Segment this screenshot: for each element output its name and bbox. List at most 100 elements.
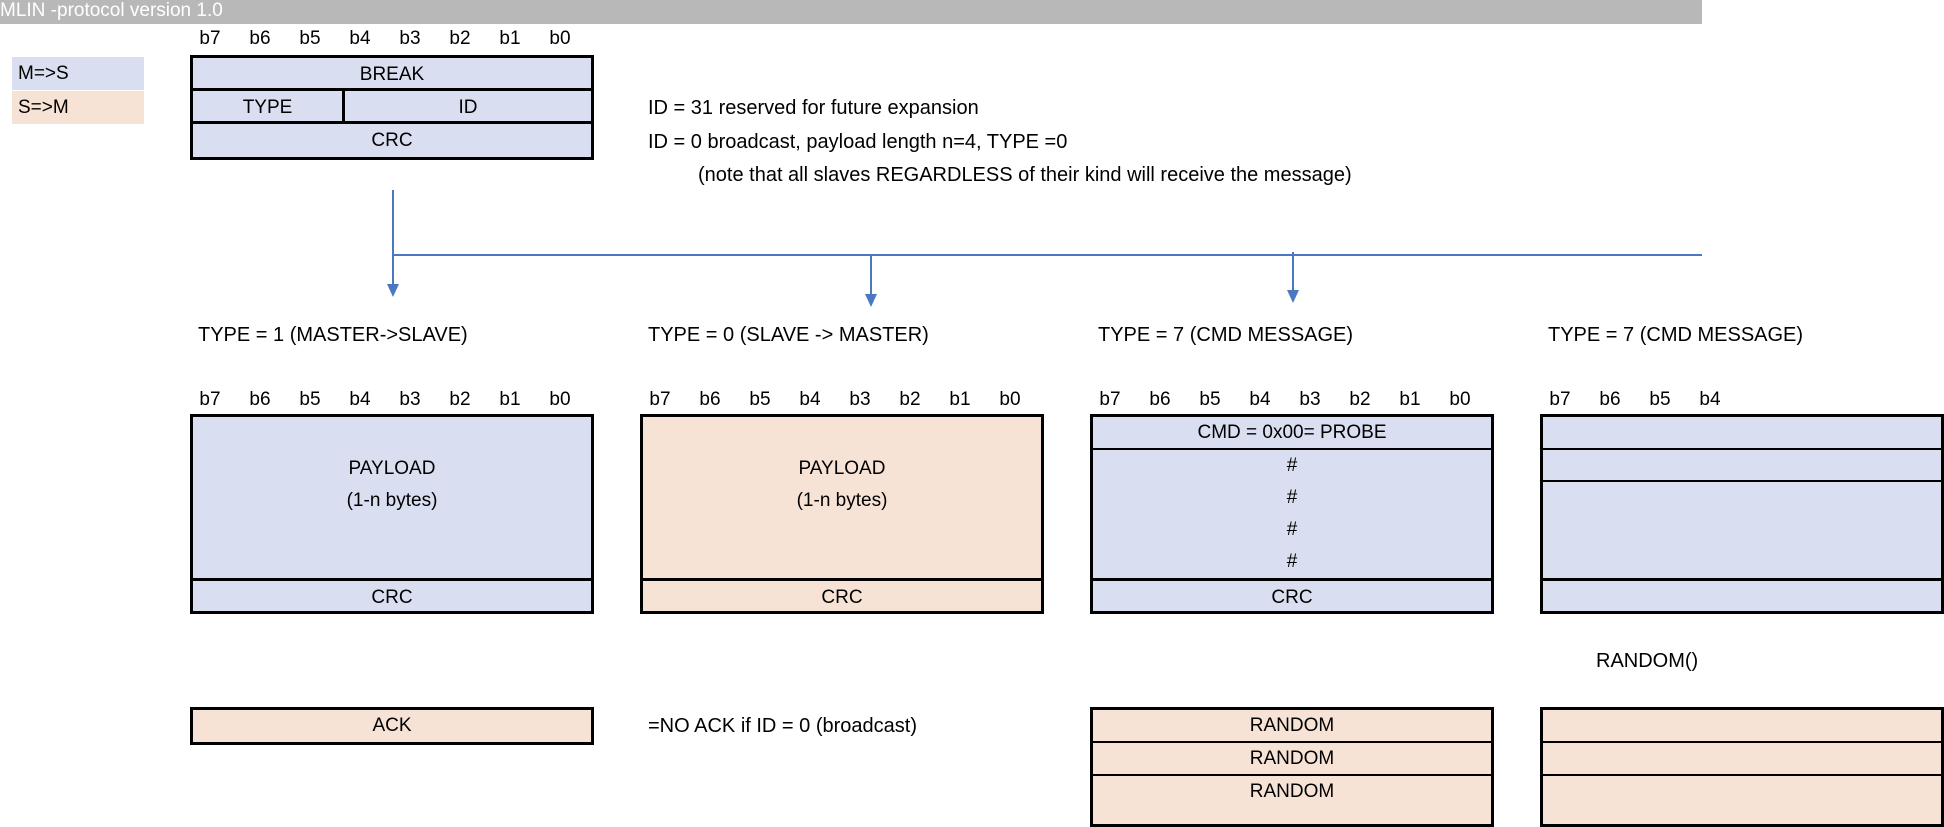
frame1-bit-labels: b7 b6 b5 b4 b3 b2 b1 b0 [185, 387, 585, 413]
bit-label: b0 [1449, 389, 1471, 410]
no-ack-note: =NO ACK if ID = 0 (broadcast) [648, 715, 917, 737]
bit-label: b0 [549, 389, 571, 410]
window-title: MLIN -protocol version 1.0 [0, 0, 1702, 24]
random-field [1543, 710, 1941, 743]
bit-label: b3 [849, 389, 871, 410]
bit-label: b4 [1249, 389, 1271, 410]
bit-label: b1 [499, 28, 521, 49]
bit-label: b4 [1699, 389, 1721, 410]
random-stack-b-clip [1540, 707, 1944, 827]
bit-label: b6 [699, 389, 721, 410]
bit-label: b7 [1549, 389, 1571, 410]
type7b-frame [1540, 414, 1944, 614]
frame7-bit-labels: b7 b6 b5 b4 b3 b2 b1 b0 [1085, 387, 1485, 413]
field [1543, 450, 1941, 482]
note-broadcast: ID = 0 broadcast, payload length n=4, TY… [648, 131, 1068, 153]
bit-label: b6 [1149, 389, 1171, 410]
crc-field: CRC [193, 578, 591, 611]
payload-label: PAYLOAD (1-n bytes) [193, 453, 591, 517]
bit-label: b3 [399, 389, 421, 410]
break-field: BREAK [193, 58, 591, 91]
hash-field: # [1286, 455, 1298, 476]
arrow-down-icon [1287, 290, 1299, 303]
bit-label: b1 [499, 389, 521, 410]
connector-line [870, 254, 872, 298]
random-field [1543, 743, 1941, 776]
connector-line [392, 190, 394, 286]
type7b-heading: TYPE = 7 (CMD MESSAGE) [1548, 324, 1804, 346]
hash-field: # [1286, 519, 1298, 540]
bit-label: b6 [249, 28, 271, 49]
random-field: RANDOM [1093, 743, 1491, 776]
payload-label: PAYLOAD (1-n bytes) [643, 453, 1041, 517]
type-field: TYPE [193, 91, 345, 124]
bit-label: b5 [1649, 389, 1671, 410]
type7b-frame-clip [1540, 414, 1944, 614]
legend-master-to-slave: M=>S [12, 57, 144, 90]
bit-label: b4 [349, 28, 371, 49]
hash-field: # [1286, 487, 1298, 508]
type7-heading: TYPE = 7 (CMD MESSAGE) [1098, 324, 1354, 346]
bit-label: b2 [899, 389, 921, 410]
cmd-field [1543, 417, 1941, 450]
random-stack-clip: RANDOM RANDOM RANDOM [1090, 707, 1494, 827]
bit-label: b2 [449, 389, 471, 410]
payload-title: PAYLOAD [348, 458, 436, 479]
bit-label: b2 [449, 28, 471, 49]
payload-size: (1-n bytes) [346, 490, 438, 511]
bit-label: b3 [1299, 389, 1321, 410]
random-field: RANDOM [1249, 781, 1335, 802]
type1-frame: PAYLOAD (1-n bytes) CRC [190, 414, 594, 614]
type7b-heading-clip: TYPE = 7 (CMD MESSAGE) [1548, 322, 1803, 352]
legend-slave-to-master: S=>M [12, 91, 144, 124]
bit-label: b3 [399, 28, 421, 49]
arrow-down-icon [865, 294, 877, 307]
bit-label: b6 [249, 389, 271, 410]
id-field: ID [345, 91, 591, 124]
random-label: RANDOM() [1596, 650, 1699, 672]
bit-label: b1 [949, 389, 971, 410]
bit-label: b7 [1099, 389, 1121, 410]
bit-label: b7 [199, 28, 221, 49]
ack-field: ACK [190, 707, 594, 745]
bit-label: b0 [549, 28, 571, 49]
frame0-bit-labels: b7 b6 b5 b4 b3 b2 b1 b0 [635, 387, 1035, 413]
header-crc-field: CRC [371, 130, 413, 151]
crc-field: CRC [1093, 578, 1491, 611]
frame7b-bit-labels: b7 b6 b5 b4 [1535, 387, 1935, 413]
payload-title: PAYLOAD [798, 458, 886, 479]
type7-frame: CMD = 0x00= PROBE # # # # CRC [1090, 414, 1494, 614]
type1-heading: TYPE = 1 (MASTER->SLAVE) [198, 324, 468, 346]
random-label-clip: RANDOM() [1596, 648, 1702, 676]
bit-label: b7 [649, 389, 671, 410]
random-field: RANDOM [1093, 710, 1491, 743]
note-all-slaves: (note that all slaves REGARDLESS of thei… [698, 164, 1352, 186]
bit-label: b5 [1199, 389, 1221, 410]
bit-label: b1 [1399, 389, 1421, 410]
note-reserved: ID = 31 reserved for future expansion [648, 97, 979, 119]
crc-field: CRC [643, 578, 1041, 611]
bit-label: b5 [299, 389, 321, 410]
bit-label: b4 [799, 389, 821, 410]
crc-field [1543, 578, 1941, 611]
random-stack: RANDOM RANDOM RANDOM [1090, 707, 1494, 827]
bit-label: b2 [1349, 389, 1371, 410]
arrow-down-icon [387, 284, 399, 297]
bit-label: b5 [749, 389, 771, 410]
payload-size: (1-n bytes) [796, 490, 888, 511]
type0-frame: PAYLOAD (1-n bytes) CRC [640, 414, 1044, 614]
frame7b-bit-labels-clip: b7 b6 b5 b4 [1535, 387, 1720, 413]
hash-field: # [1286, 551, 1298, 572]
header-frame: BREAK TYPE ID CRC [190, 55, 594, 160]
connector-line [392, 254, 1702, 256]
connector-line [1292, 252, 1294, 294]
header-bit-labels: b7 b6 b5 b4 b3 b2 b1 b0 [185, 26, 585, 52]
bit-label: b0 [999, 389, 1021, 410]
type0-heading: TYPE = 0 (SLAVE -> MASTER) [648, 324, 929, 346]
bit-label: b6 [1599, 389, 1621, 410]
bit-label: b5 [299, 28, 321, 49]
cmd-probe-field: CMD = 0x00= PROBE [1093, 417, 1491, 450]
bit-label: b7 [199, 389, 221, 410]
bit-label: b4 [349, 389, 371, 410]
random-stack-b [1540, 707, 1944, 827]
